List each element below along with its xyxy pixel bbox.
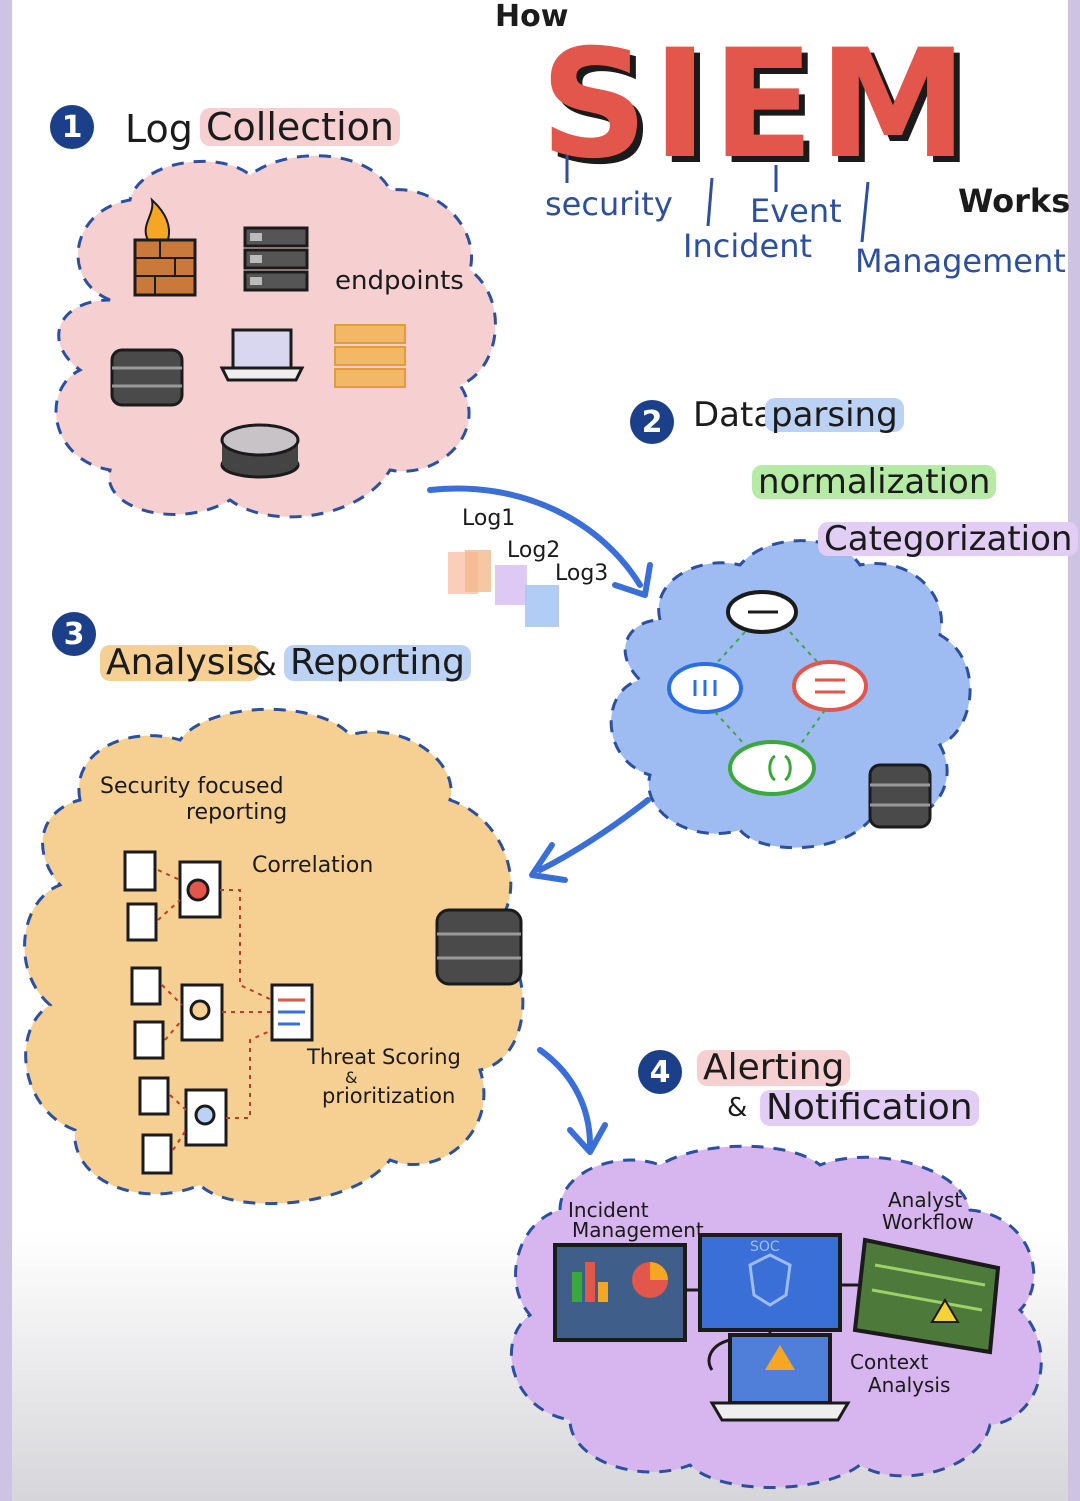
acronym-management: Management	[855, 242, 1066, 280]
investigate-document-icons	[178, 860, 314, 1147]
incident-management-line-2: Management	[572, 1218, 704, 1242]
log-card-2	[465, 550, 491, 592]
incident-management-line-1: Incident	[568, 1198, 649, 1222]
analyst-monitor-icon	[852, 1237, 1001, 1355]
analyst-workflow-line-2: Workflow	[882, 1210, 974, 1234]
siem-title: SIEM	[540, 18, 972, 192]
acronym-tick-marks	[565, 155, 870, 243]
analysis-database-icon	[435, 908, 523, 986]
normalize-cloud-icon	[667, 662, 743, 714]
threat-scoring-line-1: Threat Scoring	[307, 1045, 461, 1069]
report-document-icons	[123, 850, 173, 1175]
incident-monitor-icon	[553, 1243, 687, 1342]
step-4-amp: &	[727, 1093, 748, 1123]
laptop-alert-icon	[709, 1333, 851, 1422]
security-reporting-line-1: Security focused	[100, 774, 284, 799]
laptop-icon	[219, 328, 305, 382]
log-1-label: Log1	[462, 506, 516, 531]
step-3-title-b: Reporting	[284, 645, 472, 681]
step-4-badge: 4	[638, 1050, 682, 1094]
header-works: Works	[958, 182, 1071, 220]
log-3-label: Log3	[555, 561, 609, 586]
step-2-badge: 2	[630, 400, 674, 444]
arrow-parsing-to-analysis	[537, 797, 651, 873]
firewall-icon	[133, 197, 197, 297]
endpoint-stack-icon	[334, 324, 406, 388]
step-1-title-a: Log	[125, 107, 193, 151]
monitor-links	[685, 1283, 858, 1371]
step-4-title-b: Notification	[760, 1090, 979, 1126]
categorization-label: Categorization	[818, 522, 1079, 556]
correlation-label: Correlation	[252, 853, 374, 878]
normalization-label: normalization	[752, 465, 997, 499]
router-icon	[220, 423, 300, 479]
structure-cloud-icon	[728, 740, 816, 796]
categorize-cloud-icon	[792, 660, 868, 712]
security-reporting-line-2: reporting	[186, 800, 288, 825]
step-3-title-a: Analysis	[100, 645, 261, 681]
step-3-badge: 3	[52, 612, 96, 656]
context-analysis-line-2: Analysis	[868, 1373, 951, 1397]
step-2-title-b: parsing	[765, 398, 904, 432]
threat-scoring-amp: &	[345, 1068, 358, 1087]
step-1-badge: 1	[50, 105, 94, 149]
analyst-workflow-line-1: Analyst	[888, 1188, 963, 1212]
context-analysis-line-1: Context	[850, 1350, 929, 1374]
step-3-amp: &	[252, 645, 277, 683]
threat-scoring-line-2: prioritization	[322, 1084, 456, 1108]
arrow-analysis-to-alerting	[537, 1047, 593, 1148]
arrow-collection-to-parsing	[427, 485, 643, 588]
correlation-links	[157, 869, 273, 1151]
step-1-title-b: Collection	[200, 108, 400, 146]
server-rack-icon	[243, 226, 309, 292]
database-icon	[110, 348, 184, 407]
endpoints-label: endpoints	[335, 266, 464, 296]
step-4-title-a: Alerting	[697, 1050, 851, 1086]
acronym-security: security	[545, 185, 673, 223]
step-2-title-a: Data	[693, 395, 775, 435]
soc-label: SOC	[750, 1239, 780, 1255]
log-card-4	[525, 585, 559, 627]
parse-cloud-icon	[726, 590, 798, 634]
acronym-incident: Incident	[683, 227, 813, 265]
log-card-3	[495, 565, 527, 605]
header-how: How	[495, 0, 569, 34]
acronym-event: Event	[750, 192, 842, 230]
parsing-database-icon	[868, 763, 932, 829]
log-2-label: Log2	[507, 538, 561, 563]
